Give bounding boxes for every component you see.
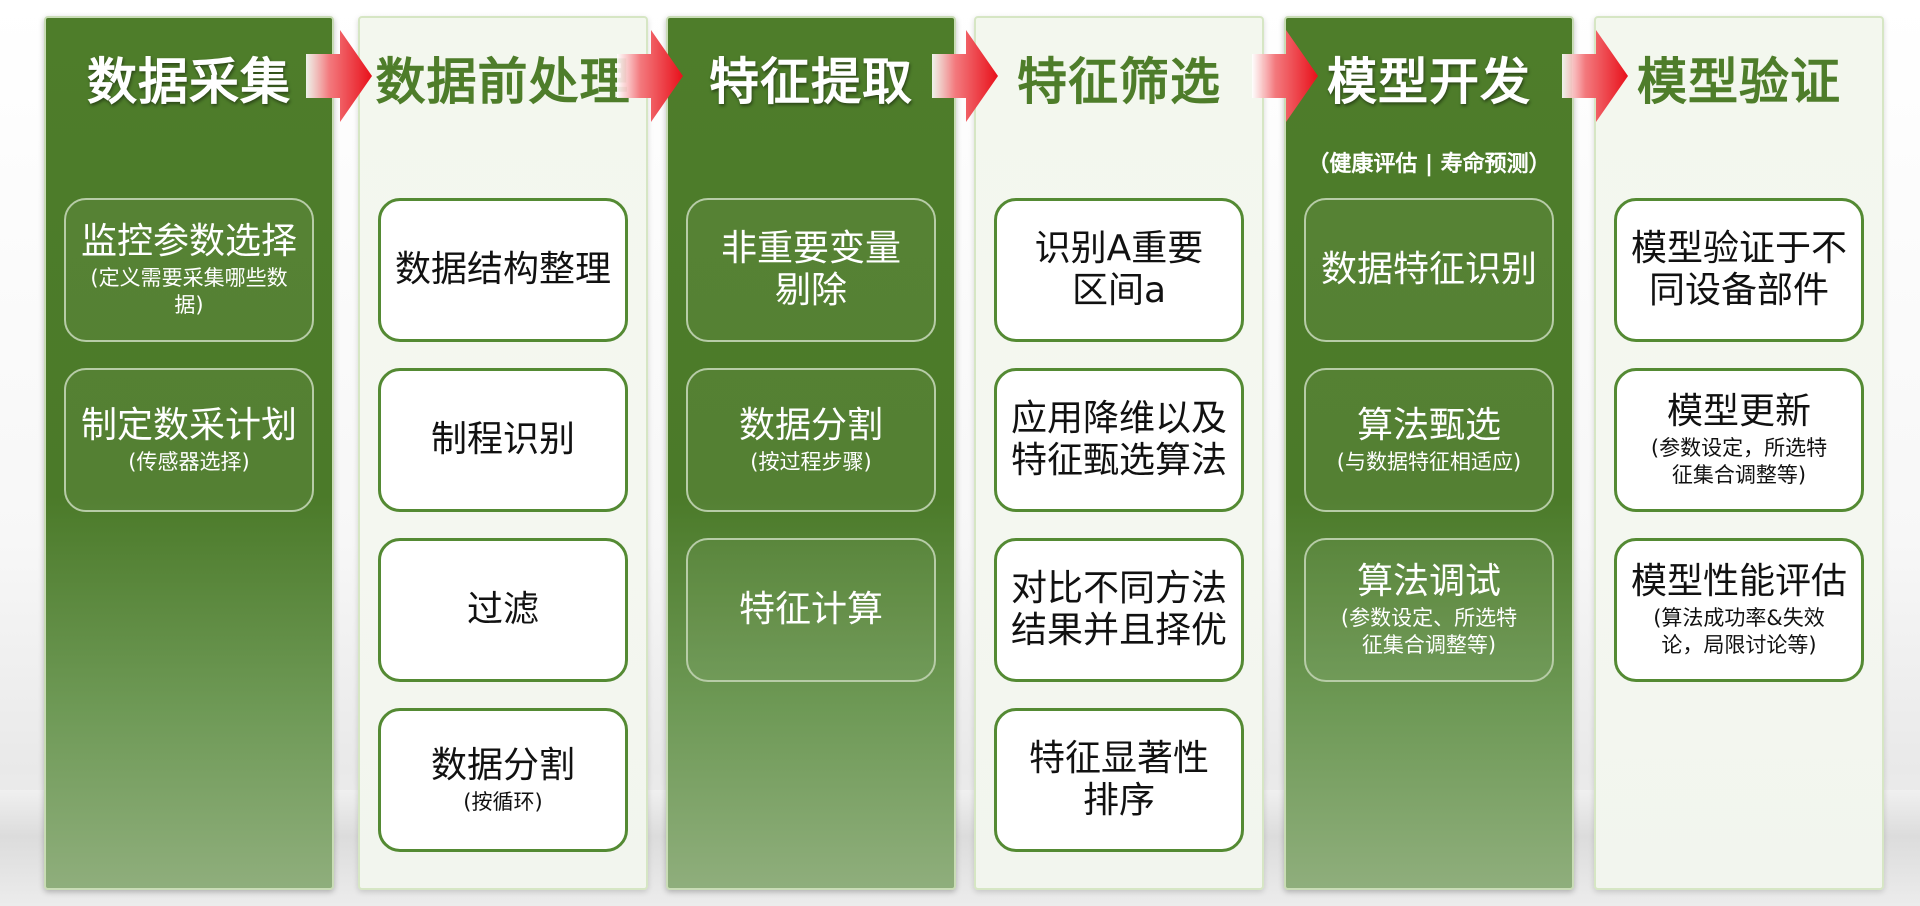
step-box: 特征显著性排序 (994, 708, 1244, 852)
column-title: 数据前处理 (375, 53, 631, 111)
step-label: 模型更新 (1666, 391, 1811, 432)
step-note: (参数设定、所选特征集合调整等) (1340, 606, 1518, 657)
step-label: 特征计算 (738, 589, 883, 630)
step-label: 数据特征识别 (1320, 249, 1537, 290)
step-label: 数据分割 (430, 744, 575, 786)
step-label: 识别A重要区间a (1034, 228, 1204, 311)
step-label: 制定数采计划 (80, 404, 297, 446)
column-feature-selection: 特征筛选 识别A重要区间a 应用降维以及特征甄选算法 对比不同方法结果并且择优 … (974, 16, 1264, 890)
step-box: 非重要变量剔除 (686, 198, 936, 342)
step-note: (参数设定，所选特征集合调整等) (1650, 436, 1828, 487)
step-note: (按循环) (463, 789, 543, 814)
step-label: 制程识别 (430, 419, 575, 460)
step-box: 数据结构整理 (378, 198, 628, 342)
column-model-validation: 模型验证 模型验证于不同设备部件 模型更新 (参数设定，所选特征集合调整等) 模… (1594, 16, 1884, 890)
step-label: 算法调试 (1356, 561, 1501, 602)
step-box: 数据分割 (按过程步骤) (686, 368, 936, 512)
column-title: 特征提取 (709, 53, 913, 111)
column-subtitle: （健康评估 | 寿命预测） (1307, 152, 1551, 177)
step-box: 对比不同方法结果并且择优 (994, 538, 1244, 682)
step-box: 过滤 (378, 538, 628, 682)
column-title: 数据采集 (87, 53, 291, 111)
step-box: 制定数采计划 (传感器选择) (64, 368, 314, 512)
step-label: 数据分割 (738, 404, 883, 446)
right-arrow-icon (932, 30, 998, 122)
step-box: 模型性能评估 (算法成功率&失效论，局限讨论等) (1614, 538, 1864, 682)
step-note: (定义需要采集哪些数据) (90, 266, 288, 317)
step-label: 非重要变量剔除 (720, 228, 901, 311)
column-title: 模型开发 (1327, 53, 1531, 111)
step-note: (按过程步骤) (750, 449, 872, 474)
step-label: 数据结构整理 (394, 249, 611, 290)
column-data-collection: 数据采集 监控参数选择 (定义需要采集哪些数据) 制定数采计划 (传感器选择) (44, 16, 334, 890)
step-label: 特征显著性排序 (1028, 738, 1209, 821)
step-box: 算法甄选 (与数据特征相适应) (1304, 368, 1554, 512)
step-note: (与数据特征相适应) (1336, 449, 1522, 474)
step-box: 算法调试 (参数设定、所选特征集合调整等) (1304, 538, 1554, 682)
step-label: 模型性能评估 (1630, 561, 1847, 602)
step-note: (算法成功率&失效论，局限讨论等) (1653, 606, 1825, 657)
step-box: 模型验证于不同设备部件 (1614, 198, 1864, 342)
column-title: 特征筛选 (1017, 53, 1221, 111)
step-box: 数据特征识别 (1304, 198, 1554, 342)
column-model-development: 模型开发 （健康评估 | 寿命预测） 数据特征识别 算法甄选 (与数据特征相适应… (1284, 16, 1574, 890)
step-box: 监控参数选择 (定义需要采集哪些数据) (64, 198, 314, 342)
step-label: 模型验证于不同设备部件 (1630, 228, 1847, 311)
step-box: 模型更新 (参数设定，所选特征集合调整等) (1614, 368, 1864, 512)
column-title: 模型验证 (1637, 53, 1841, 111)
step-label: 算法甄选 (1356, 404, 1501, 446)
step-note: (传感器选择) (128, 449, 250, 474)
right-arrow-icon (617, 30, 683, 122)
step-box: 特征计算 (686, 538, 936, 682)
step-box: 应用降维以及特征甄选算法 (994, 368, 1244, 512)
step-box: 数据分割 (按循环) (378, 708, 628, 852)
column-feature-extraction: 特征提取 非重要变量剔除 数据分割 (按过程步骤) 特征计算 (666, 16, 956, 890)
right-arrow-icon (1562, 30, 1628, 122)
step-label: 对比不同方法结果并且择优 (1010, 568, 1227, 651)
step-box: 制程识别 (378, 368, 628, 512)
right-arrow-icon (1252, 30, 1318, 122)
step-box: 识别A重要区间a (994, 198, 1244, 342)
step-label: 应用降维以及特征甄选算法 (1010, 398, 1227, 481)
step-label: 监控参数选择 (80, 221, 297, 262)
column-data-preprocessing: 数据前处理 数据结构整理 制程识别 过滤 数据分割 (按循环) (358, 16, 648, 890)
right-arrow-icon (306, 30, 372, 122)
step-label: 过滤 (466, 589, 539, 630)
